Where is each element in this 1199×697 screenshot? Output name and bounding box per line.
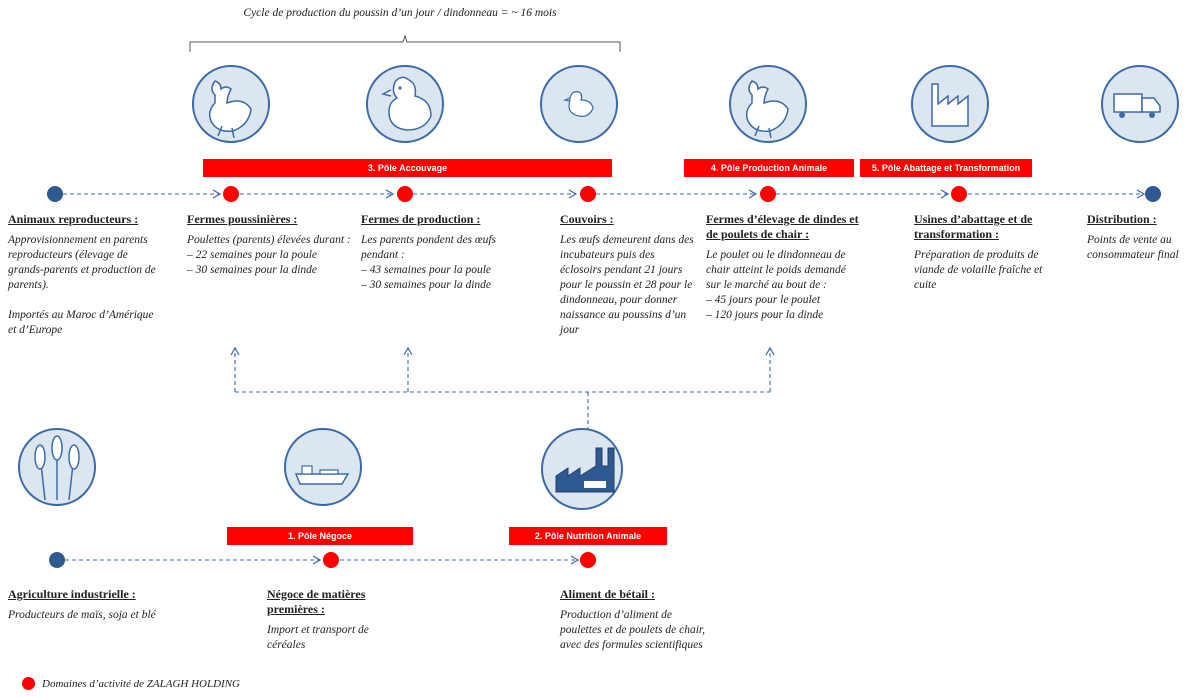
step-body: Poulettes (parents) élevées durant : – 2… <box>187 234 351 276</box>
node-fermes-poussinieres <box>223 186 239 202</box>
step-body: Production d’aliment de poulettes et de … <box>560 609 705 651</box>
step-body: Points de vente au consommateur final <box>1087 234 1179 261</box>
step-title: Couvoirs : <box>560 212 614 226</box>
cycle-label: Cycle de production du poussin d’un jour… <box>243 7 557 19</box>
node-negoce <box>323 552 339 568</box>
step-fermes-poussinieres: Fermes poussinières : Poulettes (parents… <box>187 212 352 278</box>
node-fermes-production <box>397 186 413 202</box>
step-body: Les parents pondent des œufs pendant : –… <box>361 234 497 291</box>
step-distribution: Distribution : Points de vente au consom… <box>1087 212 1195 263</box>
step-body: Import et transport de céréales <box>267 624 369 651</box>
pole-accouvage-band: 3. Pôle Accouvage <box>203 159 612 177</box>
step-couvoirs: Couvoirs : Les œufs demeurent dans des i… <box>560 212 695 338</box>
node-animaux-reproducteurs <box>47 186 63 202</box>
node-distribution <box>1145 186 1161 202</box>
step-title: Animaux reproducteurs : <box>8 212 139 226</box>
step-title: Usines d’abattage et de transformation : <box>914 212 1033 241</box>
wheat-icon <box>18 428 96 506</box>
step-fermes-production: Fermes de production : Les parents ponde… <box>361 212 526 293</box>
pole-abattage-band: 5. Pôle Abattage et Transformation <box>860 159 1032 177</box>
node-aliment <box>580 552 596 568</box>
pole-production-animale-band: 4. Pôle Production Animale <box>684 159 854 177</box>
chicken-icon <box>192 65 270 143</box>
step-body: Le poulet ou le dindonneau de chair atte… <box>706 249 846 321</box>
node-usines-abattage <box>951 186 967 202</box>
step-negoce: Négoce de matières premières : Import et… <box>267 587 407 653</box>
node-fermes-elevage <box>760 186 776 202</box>
step-title: Aliment de bétail : <box>560 587 655 601</box>
step-title: Agriculture industrielle : <box>8 587 136 601</box>
chick-icon <box>540 65 618 143</box>
ship-icon <box>284 428 362 506</box>
node-agriculture <box>49 552 65 568</box>
step-title: Fermes d’élevage de dindes et de poulets… <box>706 212 859 241</box>
node-couvoirs <box>580 186 596 202</box>
chicken-icon <box>729 65 807 143</box>
step-animaux-reproducteurs: Animaux reproducteurs : Approvisionnemen… <box>8 212 163 338</box>
step-aliment: Aliment de bétail : Production d’aliment… <box>560 587 705 653</box>
legend-label: Domaines d’activité de ZALAGH HOLDING <box>42 677 240 690</box>
hen-icon <box>366 65 444 143</box>
step-agriculture: Agriculture industrielle : Producteurs d… <box>8 587 188 623</box>
step-fermes-elevage: Fermes d’élevage de dindes et de poulets… <box>706 212 861 323</box>
step-title: Fermes poussinières : <box>187 212 298 226</box>
step-body: Producteurs de maïs, soja et blé <box>8 609 156 621</box>
truck-icon <box>1101 65 1179 143</box>
cycle-bracket <box>189 34 621 52</box>
step-body: Préparation de produits de viande de vol… <box>914 249 1043 291</box>
pole-nutrition-band: 2. Pôle Nutrition Animale <box>509 527 667 545</box>
legend-marker <box>22 677 35 690</box>
legend: Domaines d’activité de ZALAGH HOLDING <box>22 677 240 690</box>
step-title: Distribution : <box>1087 212 1157 226</box>
pole-negoce-band: 1. Pôle Négoce <box>227 527 413 545</box>
step-body: Les œufs demeurent dans des incubateurs … <box>560 234 694 336</box>
step-title: Négoce de matières premières : <box>267 587 366 616</box>
step-usines-abattage: Usines d’abattage et de transformation :… <box>914 212 1059 293</box>
factory-icon <box>541 428 623 510</box>
factory-icon <box>911 65 989 143</box>
step-body: Approvisionnement en parents reproducteu… <box>8 234 156 336</box>
step-title: Fermes de production : <box>361 212 481 226</box>
